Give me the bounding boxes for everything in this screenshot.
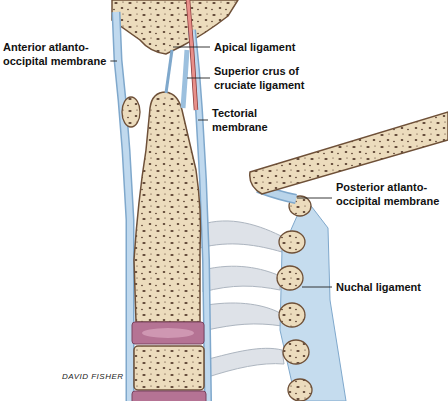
part-label: Posterior atlanto-occipital membrane [336, 180, 440, 208]
ligament [116, 12, 130, 401]
vertebra [134, 346, 204, 390]
atlas-arch [122, 97, 140, 127]
part-label: Nuchal ligament [336, 280, 446, 294]
part-label: Apical ligament [214, 40, 334, 54]
leader-line [110, 47, 332, 287]
part-label: Anterior atlanto-occipital membrane [3, 40, 107, 68]
vertebra [134, 92, 201, 322]
part-label: Tectorial membrane [212, 106, 274, 134]
cruciate-ligament [183, 50, 187, 108]
disc [132, 391, 206, 401]
apical-ligament [166, 50, 172, 93]
nuchal-ligament [280, 198, 346, 401]
artist-signature: DAVID FISHER [62, 372, 124, 382]
tectorial-membrane [188, 0, 196, 110]
disc [142, 328, 194, 338]
vertebral-arch [200, 221, 285, 378]
ligament [116, 12, 130, 401]
disc [132, 322, 204, 344]
part-label: Superior crus of cruciate ligament [214, 64, 324, 92]
spinous-process [277, 196, 312, 401]
tectorial-membrane [188, 0, 196, 110]
